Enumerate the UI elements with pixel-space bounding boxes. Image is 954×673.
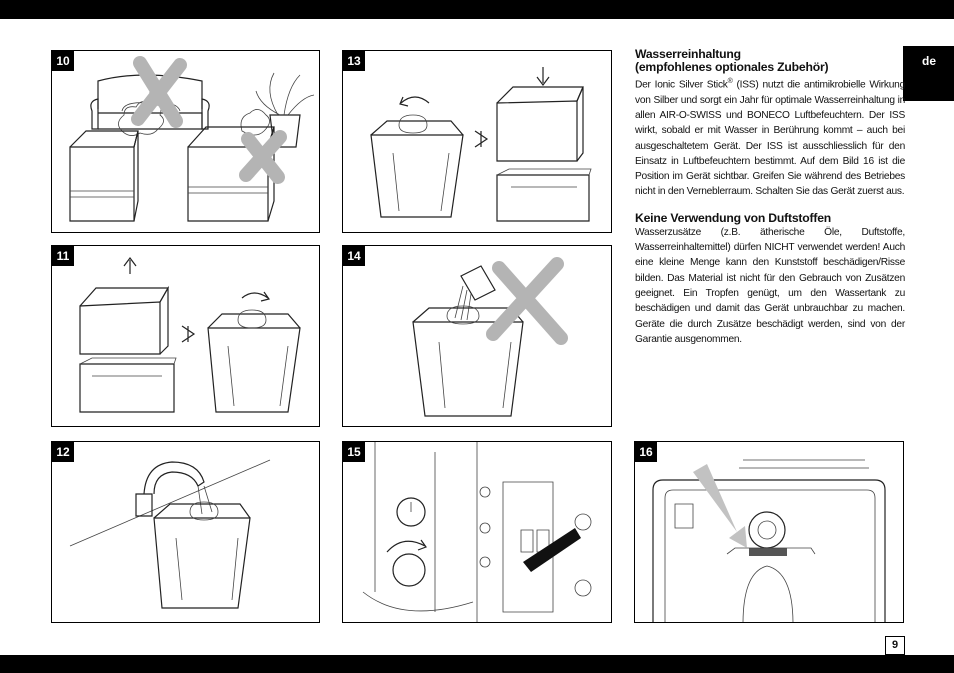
figure-number: 10 <box>52 51 74 71</box>
top-bar <box>0 0 954 19</box>
section-heading: Wasserreinhaltung <box>635 47 741 61</box>
figure-number: 13 <box>343 51 365 71</box>
figure-panel-16: 16 <box>634 441 904 623</box>
figure-number: 14 <box>343 246 365 266</box>
figure-number: 12 <box>52 442 74 462</box>
pointing-arrow-icon <box>523 528 581 572</box>
section-water-hygiene: Wasserreinhaltung (empfohlenes optionale… <box>635 48 905 200</box>
tank-filling-illustration <box>69 459 271 609</box>
figure-panel-13: 13 <box>342 50 612 233</box>
no-fragrance-illustration <box>412 257 568 417</box>
move-right-icon <box>474 130 489 148</box>
figure-number: 11 <box>52 246 74 266</box>
rotate-arrow-icon <box>386 539 427 553</box>
humidifier-placement-illustration <box>69 56 315 222</box>
section-heading: Keine Verwendung von Duftstoffen <box>635 210 832 225</box>
pointing-arrow-icon <box>693 464 747 548</box>
arrow-down-icon <box>536 67 550 86</box>
figure-panel-11: 11 <box>51 245 320 427</box>
tank-refit-illustration <box>370 67 592 222</box>
figure-number: 15 <box>343 442 365 462</box>
registered-mark: ® <box>727 78 733 85</box>
section-heading-subtitle: (empfohlenes optionales Zubehör) <box>635 60 829 74</box>
figure-panel-14: 14 <box>342 245 612 427</box>
iss-position-illustration <box>652 459 886 622</box>
rotate-arrow-icon <box>399 96 430 107</box>
body-lead: Der Ionic Silver Stick <box>635 79 728 91</box>
text-column: Wasserreinhaltung (empfohlenes optionale… <box>635 48 905 347</box>
arrow-up-icon <box>123 257 137 274</box>
bottom-bar <box>0 655 954 673</box>
page-number: 9 <box>885 636 905 655</box>
language-tab: de <box>903 46 954 101</box>
move-right-icon <box>181 325 196 343</box>
figure-panel-12: 12 <box>51 441 320 623</box>
control-panel-illustration <box>362 442 592 622</box>
section-body: Wasserzusätze (z.B. ätherische Öle, Duft… <box>635 226 905 345</box>
body-text: (ISS) nutzt die antimikrobielle Wirkung … <box>635 79 906 198</box>
figure-panel-15: 15 <box>342 441 612 623</box>
section-no-fragrances: Keine Verwendung von Duftstoffen Wasserz… <box>635 210 905 347</box>
rotate-arrow-icon <box>241 291 271 302</box>
tank-removal-illustration <box>79 257 301 413</box>
section-body: Der Ionic Silver Stick® (ISS) nutzt die … <box>635 74 905 200</box>
figure-number: 16 <box>635 442 657 462</box>
figure-panel-10: 10 <box>51 50 320 233</box>
